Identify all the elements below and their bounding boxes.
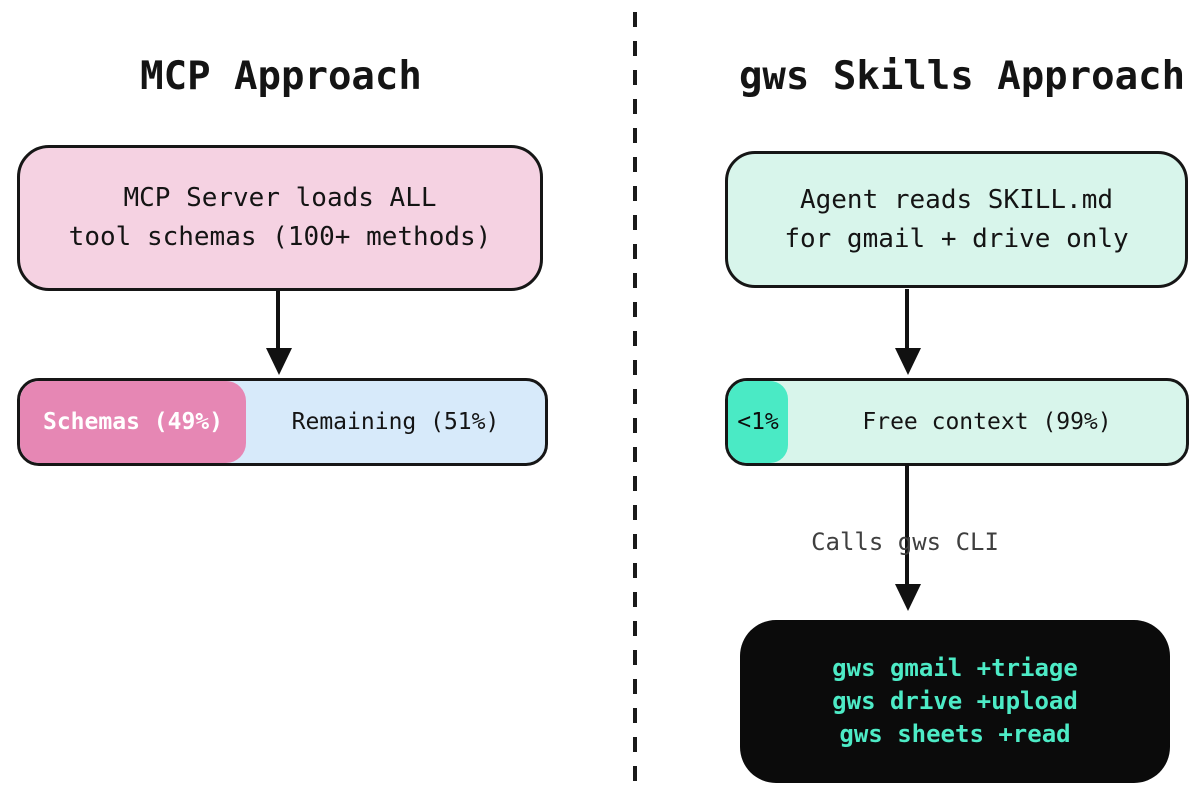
- down-arrow-icon: [895, 584, 921, 611]
- used-context-segment: <1%: [728, 381, 788, 463]
- cli-command-2: gws drive +upload: [832, 686, 1078, 715]
- schemas-segment: Schemas (49%): [20, 381, 246, 463]
- mcp-approach-title: MCP Approach: [140, 54, 422, 99]
- down-arrow-shaft: [276, 291, 280, 348]
- down-arrow-shaft: [905, 464, 909, 584]
- cli-command-3: gws sheets +read: [839, 720, 1071, 749]
- mcp-box-line1: MCP Server loads ALL: [123, 183, 437, 213]
- dashed-divider: [633, 12, 637, 791]
- skill-box-line2: for gmail + drive only: [784, 223, 1129, 254]
- free-context-segment: Free context (99%): [788, 381, 1186, 463]
- schemas-segment-label: Schemas (49%): [42, 409, 223, 435]
- down-arrow-icon: [895, 348, 921, 375]
- remaining-segment: Remaining (51%): [246, 381, 545, 463]
- cli-command-1: gws gmail +triage: [832, 653, 1078, 682]
- mcp-context-bar: Schemas (49%) Remaining (51%): [17, 378, 548, 466]
- gws-context-bar: <1% Free context (99%): [725, 378, 1189, 466]
- calls-gws-cli-label: Calls gws CLI: [811, 528, 999, 556]
- mcp-box-line2: tool schemas (100+ methods): [68, 222, 492, 252]
- used-context-label: <1%: [737, 409, 779, 435]
- free-context-label: Free context (99%): [862, 409, 1112, 435]
- skill-box-line1: Agent reads SKILL.md: [799, 184, 1114, 215]
- skill-read-box: Agent reads SKILL.md for gmail + drive o…: [725, 151, 1188, 288]
- mcp-server-box: MCP Server loads ALL tool schemas (100+ …: [17, 145, 543, 291]
- gws-skills-approach-title: gws Skills Approach: [738, 54, 1186, 99]
- gws-cli-terminal-box: gws gmail +triage gws drive +upload gws …: [740, 620, 1170, 783]
- remaining-segment-label: Remaining (51%): [291, 409, 500, 435]
- down-arrow-icon: [266, 348, 292, 375]
- down-arrow-shaft: [905, 289, 909, 348]
